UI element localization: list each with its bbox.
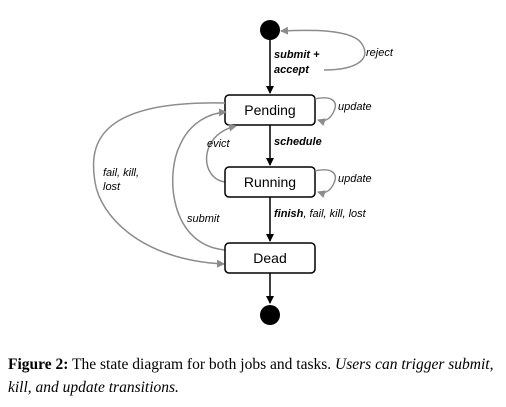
label-submit: submit bbox=[274, 49, 311, 61]
edge-reject bbox=[280, 26, 366, 71]
edge-evict bbox=[205, 123, 237, 183]
label-evict: evict bbox=[207, 138, 231, 150]
end-node bbox=[260, 305, 280, 325]
label-update-pending: update bbox=[338, 101, 372, 113]
state-running-label: Running bbox=[244, 174, 296, 190]
figure-label: Figure 2: bbox=[8, 356, 69, 373]
edge-update-pending bbox=[314, 97, 336, 127]
state-pending: Pending bbox=[224, 94, 316, 126]
label-finish: finish bbox=[274, 208, 304, 220]
caption-italic-text: Users can trigger submit, kill, and upda… bbox=[8, 356, 494, 396]
label-submit-dead: submit bbox=[187, 213, 220, 225]
label-accept: accept bbox=[274, 64, 310, 76]
start-node bbox=[260, 20, 280, 40]
label-schedule: schedule bbox=[274, 136, 322, 148]
figure-caption: Figure 2: The state diagram for both job… bbox=[8, 353, 498, 399]
state-dead: Dead bbox=[224, 242, 316, 274]
label-update-running: update bbox=[338, 173, 372, 185]
edge-update-running bbox=[314, 169, 336, 199]
label-finish-rest: , fail, kill, lost bbox=[303, 208, 366, 220]
state-running: Running bbox=[224, 166, 316, 198]
state-pending-label: Pending bbox=[244, 102, 295, 118]
label-fail-kill: fail, kill, bbox=[103, 167, 139, 179]
label-finish-group: finish, fail, kill, lost bbox=[274, 208, 367, 220]
edge-submit-dead bbox=[171, 108, 227, 251]
label-lost: lost bbox=[103, 181, 121, 193]
label-reject: reject bbox=[366, 47, 394, 59]
state-dead-label: Dead bbox=[253, 250, 286, 266]
edge-fail-kill-lost bbox=[92, 102, 226, 268]
label-plus: + bbox=[310, 49, 320, 61]
label-submit-plus: submit + bbox=[274, 49, 320, 61]
caption-text: The state diagram for both jobs and task… bbox=[68, 356, 336, 373]
